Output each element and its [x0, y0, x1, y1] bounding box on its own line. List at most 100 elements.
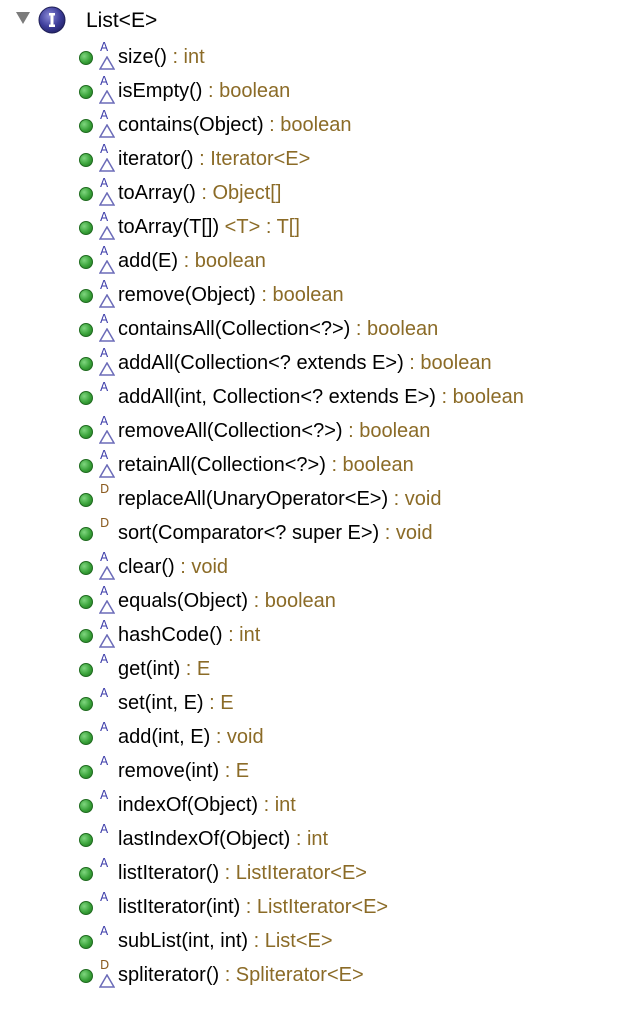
return-type: : boolean	[435, 386, 524, 408]
return-type: : E	[180, 658, 211, 680]
public-method-icon	[79, 153, 93, 167]
method-name: sort(Comparator<? super E>)	[118, 522, 380, 544]
abstract-modifier-icon: A	[100, 142, 109, 156]
public-method-icon	[79, 833, 93, 847]
abstract-modifier-icon: A	[100, 108, 109, 122]
abstract-modifier-icon: A	[100, 414, 109, 428]
method-signature: get(int) : E	[118, 657, 210, 681]
method-name: replaceAll(UnaryOperator<E>)	[118, 488, 389, 510]
public-method-icon	[79, 391, 93, 405]
method-signature: remove(int) : E	[118, 759, 249, 783]
default-modifier-icon: D	[100, 482, 110, 496]
tree-root-row[interactable]: List<E>	[0, 0, 642, 40]
default-modifier-icon: D	[100, 958, 110, 972]
public-method-icon	[79, 969, 93, 983]
abstract-modifier-icon: A	[100, 686, 109, 700]
public-method-icon	[79, 595, 93, 609]
public-method-icon	[79, 425, 93, 439]
public-method-icon	[79, 85, 93, 99]
method-signature: containsAll(Collection<?>) : boolean	[118, 317, 438, 341]
public-method-icon	[79, 867, 93, 881]
return-type: : int	[166, 46, 205, 68]
disclosure-triangle-icon[interactable]	[16, 12, 30, 24]
method-name: listIterator()	[118, 862, 220, 884]
return-type: : void	[388, 488, 442, 510]
method-name: subList(int, int)	[118, 930, 249, 952]
return-type: : boolean	[403, 352, 492, 374]
method-name: toArray(T[])	[118, 216, 220, 238]
return-type: : Spliterator<E>	[219, 964, 364, 986]
method-name: isEmpty()	[118, 80, 203, 102]
return-type: : boolean	[248, 590, 336, 612]
method-signature: set(int, E) : E	[118, 691, 234, 715]
abstract-modifier-icon: A	[100, 380, 109, 394]
abstract-modifier-icon: A	[100, 788, 109, 802]
method-signature: clear() : void	[118, 555, 228, 579]
method-signature: indexOf(Object) : int	[118, 793, 296, 817]
return-type: : boolean	[342, 420, 431, 442]
method-signature: addAll(int, Collection<? extends E>) : b…	[118, 385, 524, 409]
method-signature: toArray(T[]) <T> : T[]	[118, 215, 300, 239]
abstract-modifier-icon: A	[100, 176, 109, 190]
method-signature: retainAll(Collection<?>) : boolean	[118, 453, 414, 477]
method-name: size()	[118, 46, 167, 68]
public-method-icon	[79, 187, 93, 201]
abstract-modifier-icon: A	[100, 550, 109, 564]
method-name: add(E)	[118, 250, 179, 272]
public-method-icon	[79, 255, 93, 269]
abstract-modifier-icon: A	[100, 890, 109, 904]
method-name: remove(Object)	[118, 284, 256, 306]
overrides-triangle-icon	[99, 294, 115, 308]
interface-icon	[38, 6, 66, 34]
public-method-icon	[79, 527, 93, 541]
return-type: : Object[]	[195, 182, 282, 204]
public-method-icon	[79, 357, 93, 371]
return-type: : boolean	[350, 318, 439, 340]
abstract-modifier-icon: A	[100, 856, 109, 870]
method-signature: replaceAll(UnaryOperator<E>) : void	[118, 487, 441, 511]
method-name: removeAll(Collection<?>)	[118, 420, 343, 442]
method-signature: removeAll(Collection<?>) : boolean	[118, 419, 430, 443]
public-method-icon	[79, 119, 93, 133]
overrides-triangle-icon	[99, 192, 115, 206]
method-signature: hashCode() : int	[118, 623, 260, 647]
return-type: : void	[379, 522, 433, 544]
abstract-modifier-icon: A	[100, 40, 109, 54]
public-method-icon	[79, 221, 93, 235]
overrides-triangle-icon	[99, 158, 115, 172]
return-type: : boolean	[178, 250, 266, 272]
abstract-modifier-icon: A	[100, 822, 109, 836]
overrides-triangle-icon	[99, 974, 115, 988]
return-type: : List<E>	[248, 930, 333, 952]
overrides-triangle-icon	[99, 566, 115, 580]
